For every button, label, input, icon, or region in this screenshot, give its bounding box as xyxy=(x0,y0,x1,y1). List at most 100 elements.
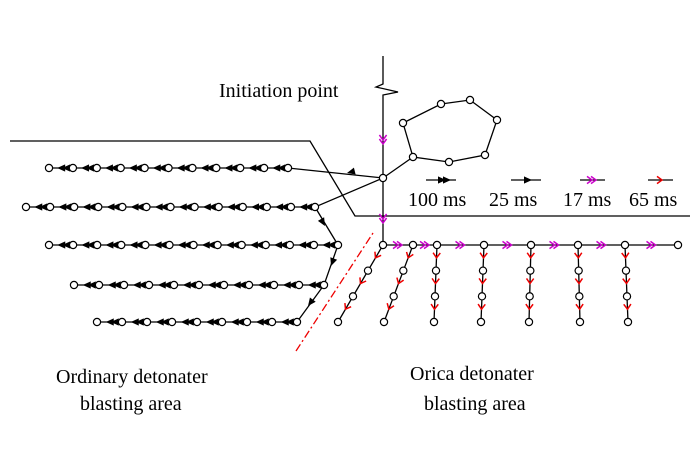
delay-100ms-arrow xyxy=(132,281,141,289)
delay-17ms-chevron xyxy=(459,240,466,250)
delay-17ms-chevron xyxy=(396,240,404,250)
ordinary-blast-hole xyxy=(144,280,154,290)
delay-100ms-arrow xyxy=(58,203,67,211)
ordinary-blast-hole xyxy=(116,163,125,173)
orica-blast-hole xyxy=(526,266,535,275)
ordinary-rows-group xyxy=(21,163,388,327)
delay-17ms-chevron xyxy=(553,240,560,250)
delay-100ms-arrow xyxy=(280,203,289,211)
delay-100ms-arrow xyxy=(249,241,258,249)
delay-100ms-arrow xyxy=(206,241,215,249)
delay-100ms-arrow xyxy=(110,241,119,249)
loop-blast-hole xyxy=(480,150,490,160)
orica-blast-hole xyxy=(429,317,439,327)
orica-blast-hole xyxy=(389,292,398,301)
ordinary-blast-hole xyxy=(117,240,126,250)
delay-100ms-arrow xyxy=(235,318,244,326)
delay-17ms-chevron xyxy=(646,240,653,250)
delay-65ms-chevron xyxy=(431,277,440,285)
orica-blast-hole xyxy=(476,317,486,327)
delay-100ms-arrow xyxy=(107,281,116,289)
delay-100ms-arrow xyxy=(181,164,190,172)
delay-100ms-arrow xyxy=(322,241,331,249)
ordinary-blast-hole xyxy=(212,163,221,173)
ordinary-blast-hole xyxy=(21,202,31,212)
delay-100ms-arrow xyxy=(299,203,308,211)
ordinary-area-label-line2: blasting area xyxy=(80,393,182,415)
delay-17ms-chevron xyxy=(549,240,556,250)
orica-trunk-hole xyxy=(378,240,388,250)
orica-trunk-hole xyxy=(408,240,418,250)
delay-100ms-arrow xyxy=(34,203,43,211)
legend-65ms-chevron xyxy=(656,175,664,185)
delay-100ms-arrow xyxy=(82,203,91,211)
orica-rows-group xyxy=(333,134,683,327)
orica-area-label-line2: blasting area xyxy=(424,393,526,415)
delay-100ms-arrow xyxy=(57,164,66,172)
delay-65ms-chevron xyxy=(374,251,382,259)
delay-100ms-arrow xyxy=(135,318,144,326)
delay-100ms-arrow xyxy=(275,203,284,211)
ordinary-blast-hole xyxy=(242,317,252,327)
delay-100ms-arrow xyxy=(205,164,214,172)
legend-17ms-chevron xyxy=(586,175,594,185)
delay-100ms-arrow xyxy=(260,318,269,326)
ordinary-blast-hole xyxy=(140,163,149,173)
delay-100ms-arrow xyxy=(180,318,189,326)
legend-17ms-chevron xyxy=(590,175,598,185)
ordinary-blast-hole xyxy=(214,202,223,212)
ordinary-blast-hole xyxy=(142,202,151,212)
delay-100ms-arrow xyxy=(187,281,196,289)
ordinary-blast-hole xyxy=(69,280,79,290)
delay-100ms-arrow xyxy=(157,281,166,289)
delay-100ms-arrow xyxy=(105,241,114,249)
ordinary-blast-hole xyxy=(68,240,78,250)
orica-blast-hole xyxy=(379,317,389,327)
delay-100ms-arrow xyxy=(298,241,307,249)
loop-blast-hole xyxy=(492,115,502,125)
delay-100ms-arrow xyxy=(104,164,113,172)
delay-100ms-arrow xyxy=(110,318,119,326)
delay-65ms-chevron xyxy=(526,252,535,260)
ordinary-blast-hole xyxy=(142,317,152,327)
delay-25ms-arrow xyxy=(330,257,338,266)
delay-65ms-chevron xyxy=(478,277,487,285)
ordinary-blast-hole xyxy=(217,317,227,327)
ordinary-blast-hole xyxy=(167,317,177,327)
ordinary-blast-hole xyxy=(92,317,102,327)
delay-100ms-arrow xyxy=(226,203,235,211)
delay-100ms-arrow xyxy=(273,241,282,249)
delay-17ms-chevron xyxy=(423,240,431,250)
delay-100ms-arrow xyxy=(210,318,219,326)
ordinary-blast-hole xyxy=(262,202,272,212)
ordinary-blast-hole xyxy=(118,202,127,212)
delay-100ms-arrow xyxy=(277,164,286,172)
ordinary-blast-hole xyxy=(259,163,269,173)
delay-100ms-arrow xyxy=(106,203,115,211)
delay-65ms-chevron xyxy=(477,303,486,311)
ordinary-blast-hole xyxy=(269,280,279,290)
ordinary-blast-hole xyxy=(219,280,229,290)
ordinary-blast-hole xyxy=(166,202,175,212)
delay-65ms-chevron xyxy=(525,277,535,285)
delay-100ms-arrow xyxy=(205,318,214,326)
delay-100ms-arrow xyxy=(255,318,264,326)
delay-100ms-arrow xyxy=(285,318,294,326)
delay-100ms-arrow xyxy=(162,281,171,289)
orica-area-label-line1: Orica detonater xyxy=(410,363,534,385)
delay-17ms-chevron xyxy=(502,240,509,250)
delay-100ms-arrow xyxy=(39,203,48,211)
delay-17ms-chevron xyxy=(596,240,603,250)
ordinary-blast-hole xyxy=(189,240,198,250)
delay-100ms-arrow xyxy=(159,203,168,211)
delay-17ms-chevron xyxy=(392,240,400,250)
delay-100ms-arrow xyxy=(304,203,313,211)
legend-group xyxy=(426,175,673,185)
ordinary-blast-hole xyxy=(68,163,78,173)
delay-100ms-arrow xyxy=(230,241,239,249)
delay-100ms-arrow xyxy=(62,164,71,172)
ordinary-blast-hole xyxy=(333,240,343,250)
delay-100ms-arrow xyxy=(182,281,191,289)
ordinary-blast-hole xyxy=(309,240,319,250)
legend-100ms-arrow xyxy=(443,176,451,184)
